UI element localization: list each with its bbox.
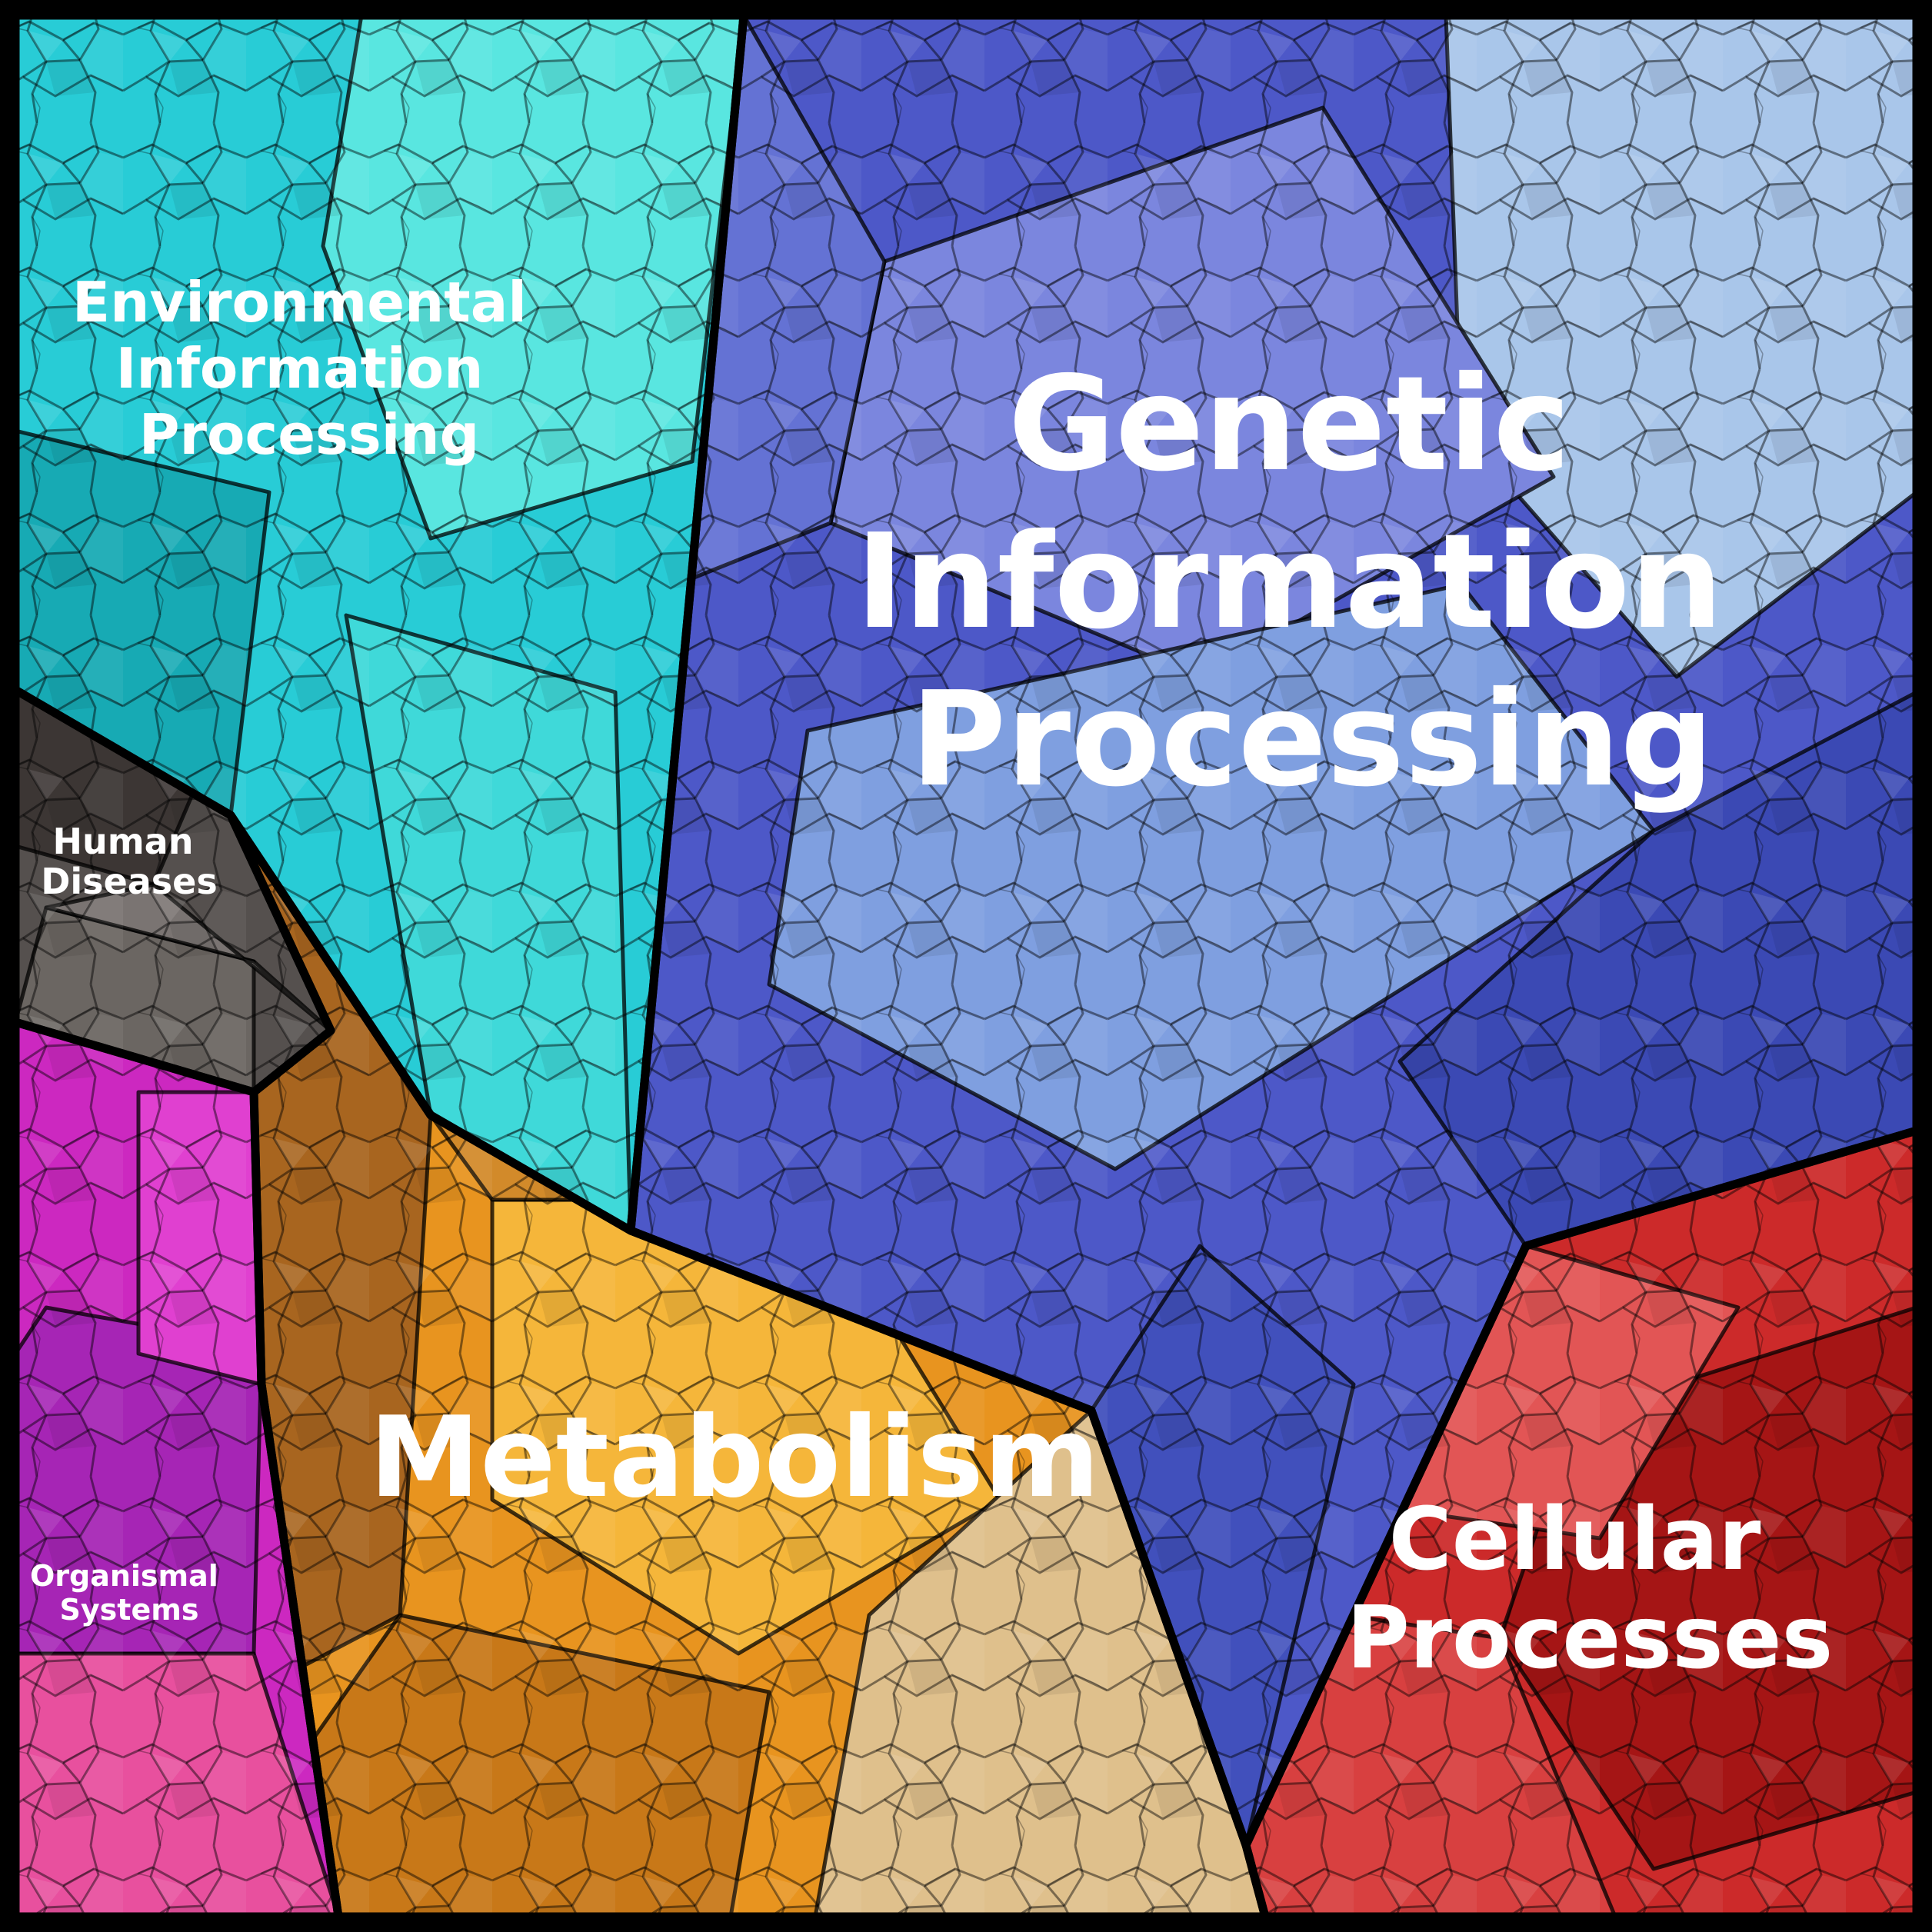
label-line: Information xyxy=(855,506,1723,658)
label-line: Genetic xyxy=(1008,348,1571,501)
region-label-organismal-systems: Organismal Systems xyxy=(30,1559,228,1627)
region-label-human-diseases: Human Diseases xyxy=(41,821,218,902)
label-line: Human xyxy=(53,821,194,862)
label-line: Cellular xyxy=(1389,1490,1761,1590)
region-label-cellular-processes: Cellular Processes xyxy=(1347,1490,1834,1688)
label-line: Metabolism xyxy=(369,1393,1100,1523)
label-line: Processing xyxy=(911,664,1714,816)
label-line: Processes xyxy=(1347,1588,1834,1688)
label-line: Information xyxy=(116,336,484,401)
label-line: Organismal xyxy=(30,1559,218,1593)
label-line: Environmental xyxy=(72,270,527,335)
region-label-genetic-information-processing: Genetic Information Processing xyxy=(855,348,1768,816)
region-label-environmental-information-processing: Environmental Information Processing xyxy=(72,270,546,467)
label-line: Systems xyxy=(60,1593,199,1627)
label-line: Processing xyxy=(139,402,479,467)
label-line: Diseases xyxy=(41,861,218,902)
region-label-metabolism: Metabolism xyxy=(369,1393,1100,1523)
